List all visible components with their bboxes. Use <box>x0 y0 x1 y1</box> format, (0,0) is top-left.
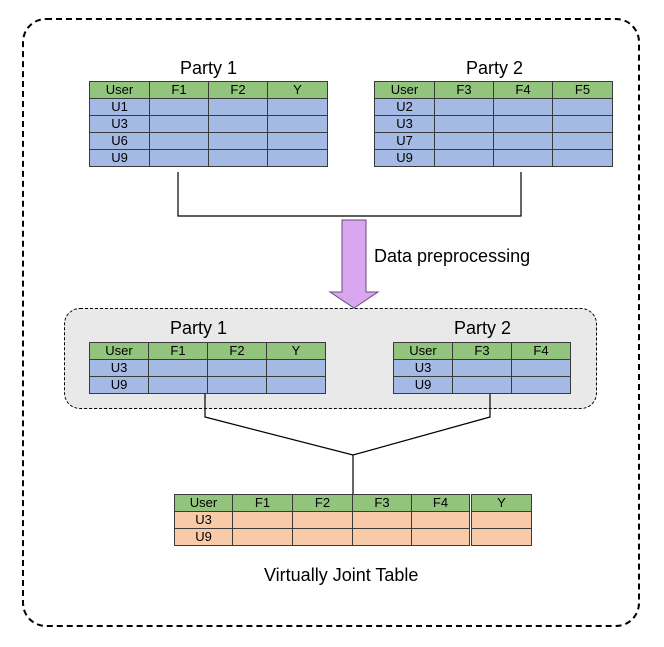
data-preprocessing-label: Data preprocessing <box>374 246 531 266</box>
header-cell: F3 <box>452 342 512 360</box>
middle-party2-title: Party 2 <box>454 318 512 338</box>
user-cell: U9 <box>393 376 453 394</box>
table-row: U7 <box>374 132 613 150</box>
user-cell: U1 <box>89 98 150 116</box>
preprocessing-arrow <box>328 219 380 309</box>
header-cell: Y <box>267 81 328 99</box>
table-row: U3 <box>393 359 571 377</box>
user-cell: U9 <box>374 149 435 167</box>
table-row: U3 <box>374 115 613 133</box>
joint-table-label: Virtually Joint Table <box>264 565 419 585</box>
table-row: U9 <box>374 149 613 167</box>
user-cell: U7 <box>374 132 435 150</box>
table-row: U3 <box>174 511 532 529</box>
table-row: U9 <box>89 376 326 394</box>
header-cell: User <box>393 342 453 360</box>
header-cell: F3 <box>434 81 494 99</box>
table-row: U9 <box>89 149 328 167</box>
header-cell: Y <box>266 342 326 360</box>
header-cell: F4 <box>411 494 471 512</box>
header-cell: F2 <box>208 81 268 99</box>
table-header-row: User F1 F2 F3 F4 Y <box>174 494 532 512</box>
user-cell: U3 <box>374 115 435 133</box>
table-row: U2 <box>374 98 613 116</box>
middle-party1-table: User F1 F2 Y U3 U9 <box>89 342 326 394</box>
table-row: U1 <box>89 98 328 116</box>
top-connector <box>177 172 522 217</box>
header-cell: F1 <box>232 494 293 512</box>
header-cell: User <box>89 342 149 360</box>
header-cell: User <box>89 81 150 99</box>
header-cell: F2 <box>292 494 353 512</box>
header-cell: F4 <box>493 81 553 99</box>
user-cell: U3 <box>393 359 453 377</box>
table-row: U9 <box>174 528 532 546</box>
table-row: U3 <box>89 115 328 133</box>
joint-table: User F1 F2 F3 F4 Y U3 U9 <box>174 494 532 546</box>
top-party2-table: User F3 F4 F5 U2 U3 U7 U9 <box>374 81 613 167</box>
table-row: U9 <box>393 376 571 394</box>
header-cell: F3 <box>352 494 412 512</box>
user-cell: U9 <box>89 149 150 167</box>
table-header-row: User F1 F2 Y <box>89 81 328 99</box>
header-cell: User <box>374 81 435 99</box>
user-cell: U2 <box>374 98 435 116</box>
header-cell: F2 <box>207 342 267 360</box>
header-cell: F1 <box>149 81 209 99</box>
user-cell: U3 <box>89 115 150 133</box>
top-party2-title: Party 2 <box>466 58 524 78</box>
user-cell: U9 <box>174 528 233 546</box>
table-row: U3 <box>89 359 326 377</box>
table-header-row: User F3 F4 <box>393 342 571 360</box>
header-cell: Y <box>469 494 532 512</box>
outer-dashed-frame <box>22 18 640 627</box>
header-cell: F1 <box>148 342 208 360</box>
middle-connector <box>204 394 491 456</box>
header-cell: F5 <box>552 81 613 99</box>
table-header-row: User F3 F4 F5 <box>374 81 613 99</box>
user-cell: U9 <box>89 376 149 394</box>
top-party1-table: User F1 F2 Y U1 U3 U6 U9 <box>89 81 328 167</box>
user-cell: U3 <box>174 511 233 529</box>
table-row: U6 <box>89 132 328 150</box>
user-cell: U6 <box>89 132 150 150</box>
header-cell: User <box>174 494 233 512</box>
header-cell: F4 <box>511 342 571 360</box>
middle-party2-table: User F3 F4 U3 U9 <box>393 342 571 394</box>
middle-party1-title: Party 1 <box>170 318 228 338</box>
top-party1-title: Party 1 <box>180 58 238 78</box>
user-cell: U3 <box>89 359 149 377</box>
table-header-row: User F1 F2 Y <box>89 342 326 360</box>
